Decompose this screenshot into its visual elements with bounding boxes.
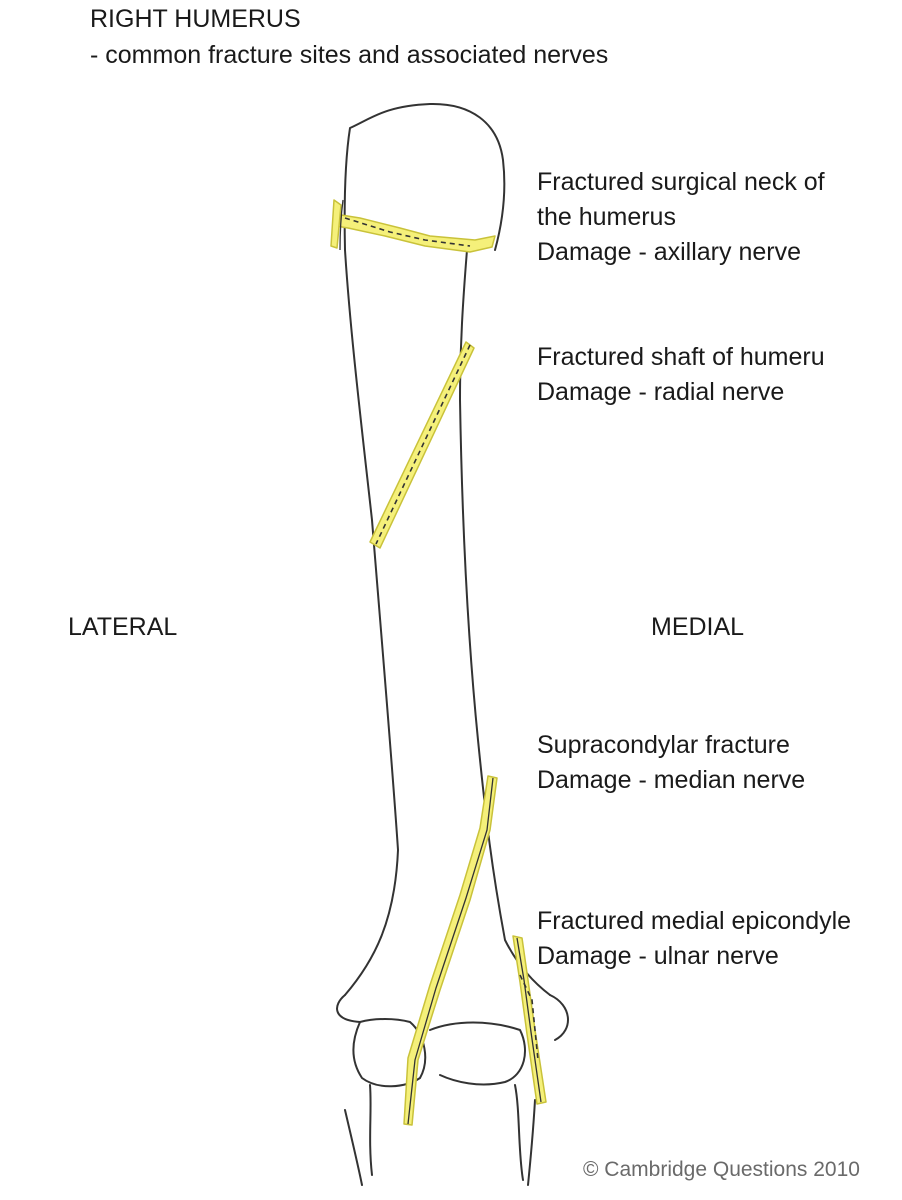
annotation-line: Fractured surgical neck of — [537, 168, 825, 196]
medial-epicondyle-outline — [549, 994, 569, 1041]
supracondylar-edge — [407, 777, 494, 1125]
ulna-hint-right — [527, 1099, 536, 1186]
surgical-neck-left-marks — [330, 199, 342, 249]
annotation-line: Damage - axillary nerve — [537, 238, 801, 266]
surgical-neck-fracture — [334, 213, 496, 253]
page-subtitle: - common fracture sites and associated n… — [90, 41, 609, 69]
annotation-line: Supracondylar fracture — [537, 731, 790, 759]
capitulum-outline — [352, 1018, 427, 1088]
ulna-hint-left — [344, 1109, 363, 1186]
humeral-head-outline — [343, 102, 506, 251]
page-title: RIGHT HUMERUS — [90, 5, 301, 33]
shaft-lateral-outline — [344, 249, 399, 996]
trochlea-outline — [429, 1021, 526, 1086]
annotation-line: Fractured shaft of humeru — [537, 343, 825, 371]
annotation-line: the humerus — [537, 203, 676, 231]
medial-epicondyle-edge — [516, 937, 542, 1103]
annotation-supracondylar: Supracondylar fracture Damage - median n… — [537, 728, 805, 798]
shaft-dash — [375, 344, 471, 545]
copyright-notice: © Cambridge Questions 2010 — [583, 1158, 860, 1181]
annotation-medial-epicondyle: Fractured medial epicondyle Damage - uln… — [537, 904, 851, 974]
label-lateral: LATERAL — [68, 613, 178, 641]
annotation-shaft: Fractured shaft of humeru Damage - radia… — [537, 340, 825, 410]
lateral-epicondyle-outline — [336, 994, 361, 1023]
annotation-line: Damage - median nerve — [537, 766, 806, 794]
supracondylar-fracture — [403, 775, 498, 1126]
annotation-line: Damage - radial nerve — [537, 378, 785, 406]
annotation-line: Damage - ulnar nerve — [537, 942, 779, 970]
distal-medial-contour — [514, 1084, 524, 1181]
distal-lateral-contour — [369, 1084, 373, 1176]
annotation-line: Fractured medial epicondyle — [537, 907, 852, 935]
label-medial: MEDIAL — [651, 613, 745, 641]
annotation-surgical-neck: Fractured surgical neck of the humerus D… — [537, 165, 825, 270]
surgical-neck-edge — [339, 199, 344, 251]
surgical-neck-dash — [344, 217, 471, 247]
